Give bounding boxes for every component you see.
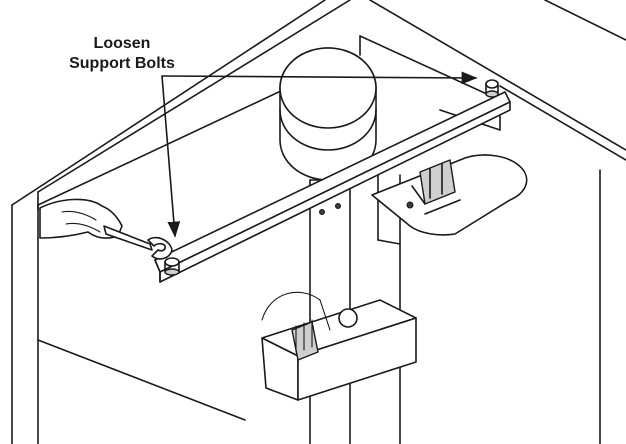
mounting-plate <box>371 154 528 236</box>
support-bar <box>154 91 511 283</box>
duct-cylinder <box>279 47 377 181</box>
callout-label: Loosen Support Bolts <box>58 34 186 74</box>
callout-line-1: Loosen <box>93 35 151 52</box>
callout-line-2: Support Bolts <box>69 55 175 72</box>
hand-with-wrench <box>39 198 173 260</box>
left-support-bolt <box>164 257 180 276</box>
switch-box <box>261 291 417 401</box>
callout-arrows <box>161 71 478 238</box>
right-support-bolt <box>485 79 499 98</box>
cabinet-housing <box>11 0 626 444</box>
